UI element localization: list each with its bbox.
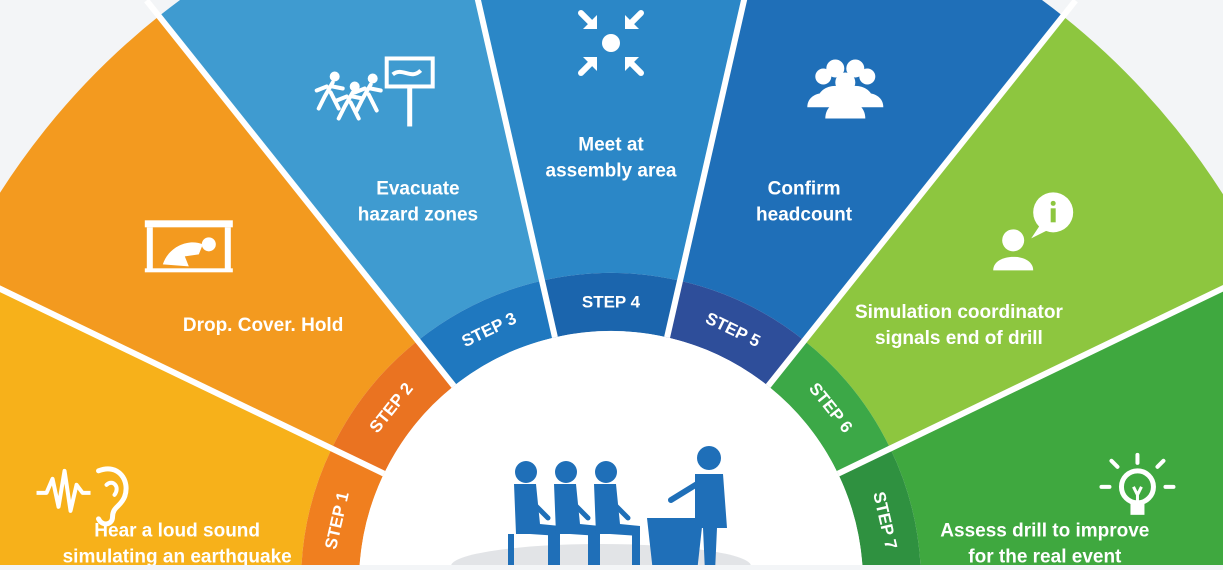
step-description: Simulation coordinator	[855, 302, 1064, 323]
step-label: STEP 4	[582, 293, 641, 312]
step-label-band	[331, 340, 454, 474]
drop-cover-hold-icon	[144, 220, 233, 273]
step-label-band	[542, 272, 680, 338]
step-description: hazard zones	[358, 205, 478, 226]
sector-divider	[836, 284, 1223, 477]
step-description: Meet at	[578, 135, 644, 156]
center-disc	[359, 331, 863, 570]
sector-divider	[765, 0, 1078, 388]
step-description: headcount	[756, 205, 853, 226]
sector-divider	[664, 0, 748, 338]
evacuate-people-icon	[314, 56, 435, 127]
sector-divider	[474, 0, 558, 338]
lightbulb-icon	[1099, 452, 1176, 515]
step-description: simulating an earthquake	[63, 546, 292, 565]
step-description: signals end of drill	[875, 328, 1043, 349]
step-sector-fill	[158, 0, 543, 341]
step-label-band	[417, 280, 555, 386]
assembly-point-icon	[578, 10, 644, 76]
step-label-band	[838, 448, 921, 570]
step-description: Hear a loud sound	[94, 520, 260, 541]
step-label-band	[768, 340, 891, 474]
info-speech-person-icon	[993, 192, 1074, 271]
step-description: Assess drill to improve	[940, 520, 1149, 541]
sector-divider	[144, 0, 457, 388]
step-label-band	[667, 280, 805, 386]
step-sector-fill	[0, 16, 418, 449]
group-people-icon	[807, 59, 884, 119]
ear-sound-icon	[36, 466, 129, 527]
step-sector-fill	[679, 0, 1064, 341]
step-sector-fill	[0, 288, 332, 570]
step-sector-fill	[890, 288, 1223, 570]
step-description: Drop. Cover. Hold	[183, 315, 343, 336]
step-sector-fill	[477, 0, 745, 281]
step-4-sector: STEP 4 Meet at assembly area	[477, 0, 745, 338]
step-description: assembly area	[546, 161, 677, 182]
step-description: Evacuate	[376, 179, 459, 200]
sector-divider	[0, 285, 386, 477]
audience-presentation-icon	[451, 446, 751, 570]
step-label-band	[301, 448, 384, 570]
step-description: for the real event	[968, 546, 1122, 565]
step-description: Confirm	[768, 179, 841, 200]
